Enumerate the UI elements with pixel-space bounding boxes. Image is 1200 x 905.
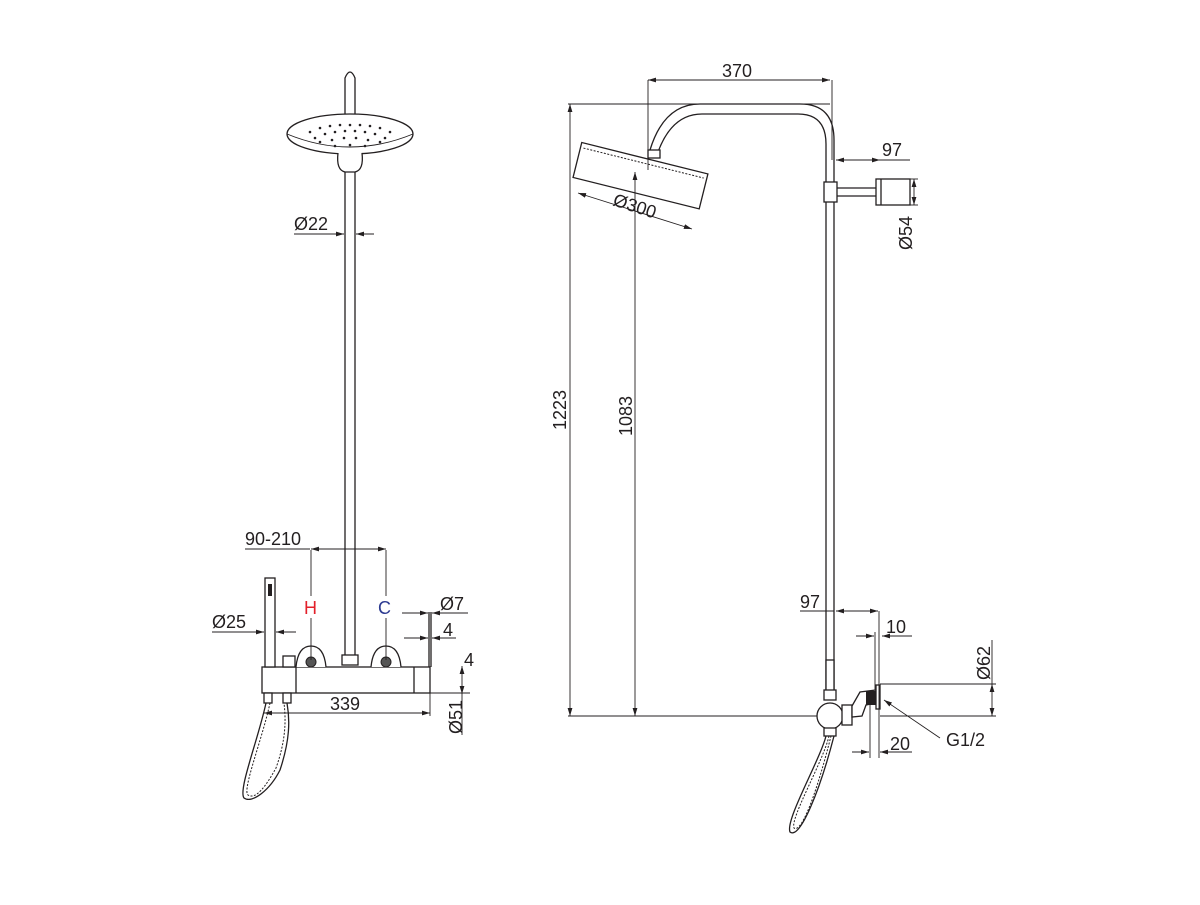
label-total-height: 1223 xyxy=(550,390,570,430)
label-wall-plate-diameter: Ø7 xyxy=(440,594,464,614)
label-flange-thickness: 10 xyxy=(886,617,906,637)
label-head-height: 1083 xyxy=(616,396,636,436)
shower-arm xyxy=(649,103,835,158)
label-vertical-offset: 4 xyxy=(464,650,474,670)
side-mixer xyxy=(816,659,881,737)
label-bracket-offset: 97 xyxy=(882,140,902,160)
label-flange-diameter: Ø62 xyxy=(974,646,994,680)
rain-shower-head xyxy=(286,113,414,173)
label-handshower-diameter: Ø25 xyxy=(212,612,246,632)
thermostatic-mixer xyxy=(261,612,432,694)
label-mixer-length: 339 xyxy=(330,694,360,714)
label-bracket-diameter: Ø54 xyxy=(896,216,916,250)
label-mixer-offset: 97 xyxy=(800,592,820,612)
label-hot: H xyxy=(304,598,317,618)
label-cold: C xyxy=(378,598,391,618)
label-arm-reach: 370 xyxy=(722,61,752,81)
side-view: 370 97 Ø54 Ø300 1223 1083 xyxy=(550,61,996,834)
side-hose xyxy=(788,735,835,834)
label-riser-diameter: Ø22 xyxy=(294,214,328,234)
wall-bracket xyxy=(823,181,838,203)
front-view: Ø22 xyxy=(212,71,474,800)
label-mixer-diameter: Ø51 xyxy=(446,700,466,734)
label-connector-depth: 20 xyxy=(890,734,910,754)
hose xyxy=(242,702,290,800)
label-wall-plate-gap: 4 xyxy=(443,620,453,640)
label-inlet-spacing: 90-210 xyxy=(245,529,301,549)
label-connection-thread: G1/2 xyxy=(946,730,985,750)
